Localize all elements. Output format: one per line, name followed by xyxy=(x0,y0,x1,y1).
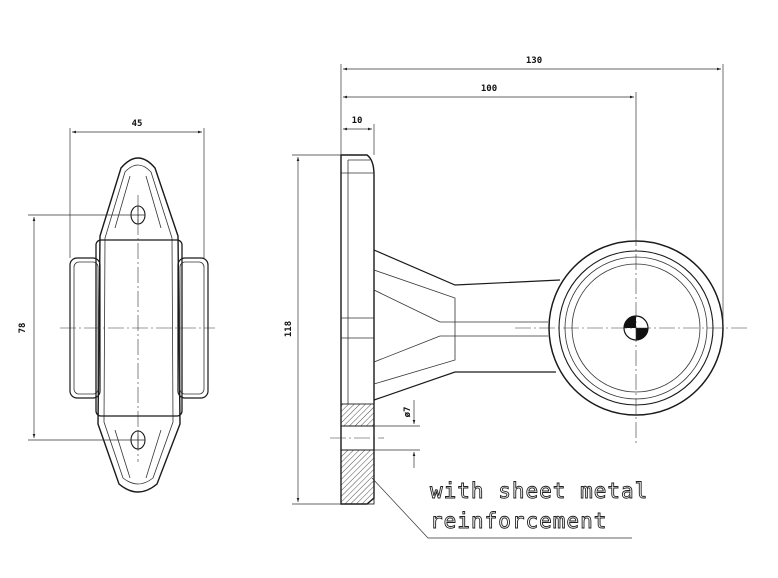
side-stem xyxy=(373,249,561,401)
front-view: 45 78 xyxy=(18,119,215,493)
note-line-2: reinforcement xyxy=(430,509,607,533)
dim-base-thickness: 10 xyxy=(352,116,363,126)
note-leader xyxy=(371,477,632,539)
front-lobe-line xyxy=(114,175,131,229)
dim-width-front: 45 xyxy=(132,119,143,129)
side-view: 130 100 10 118 ø7 xyxy=(284,56,750,539)
front-lobe-line xyxy=(145,429,162,479)
side-hatch-lower xyxy=(340,449,375,505)
dim-base-height: 118 xyxy=(284,321,294,337)
front-lobe-line xyxy=(145,175,162,229)
front-lobe-line xyxy=(114,429,131,479)
dim-to-center: 100 xyxy=(481,84,497,94)
side-hatch-upper xyxy=(340,403,375,427)
note-line-1: with sheet metal xyxy=(430,479,648,503)
front-plate-inner xyxy=(103,164,174,485)
front-plate-outline xyxy=(97,157,181,493)
dim-hole-diameter: ø7 xyxy=(403,407,413,418)
dim-hole-spacing: 78 xyxy=(18,323,28,334)
dim-overall-length: 130 xyxy=(526,56,542,66)
